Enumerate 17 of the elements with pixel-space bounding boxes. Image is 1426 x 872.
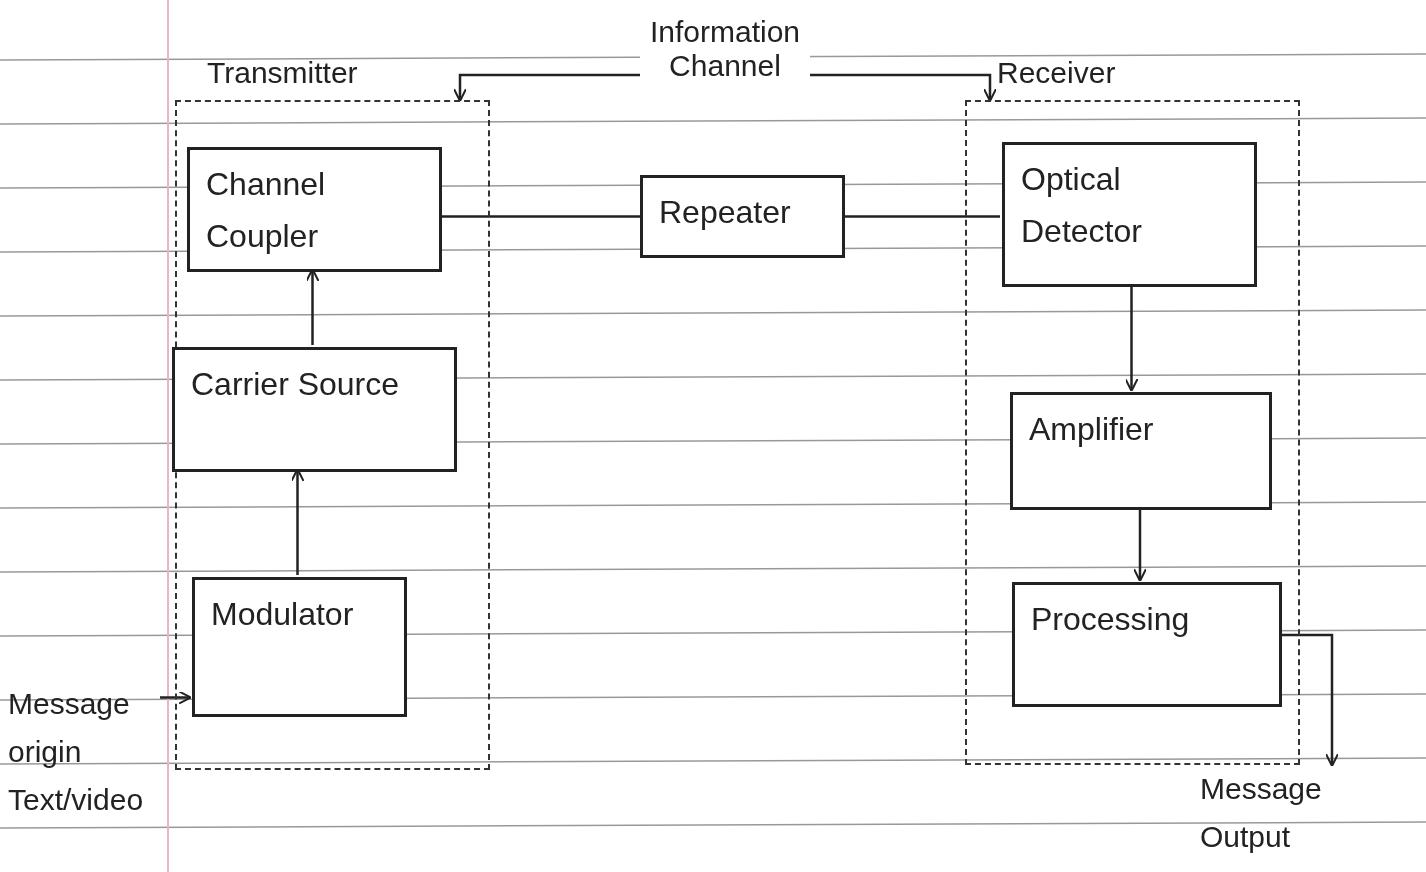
arrow <box>1280 633 1339 767</box>
process-box: Amplifier <box>1010 392 1272 510</box>
arrow <box>160 690 192 705</box>
process-box: Optical Detector <box>1002 142 1257 287</box>
group-heading: Transmitter <box>207 55 358 91</box>
process-box: Channel Coupler <box>187 147 442 272</box>
arrow <box>1133 508 1147 582</box>
group-heading: Receiver <box>997 55 1116 91</box>
process-box: Repeater <box>640 175 845 258</box>
process-box: Carrier Source <box>172 347 457 472</box>
process-box: Modulator <box>192 577 407 717</box>
connector-line <box>845 215 1000 218</box>
io-label: Message Output <box>1200 765 1420 865</box>
arrow <box>1124 285 1139 392</box>
io-label: Message origin Text/video <box>8 680 160 826</box>
process-box: Processing <box>1012 582 1282 707</box>
connector-line <box>440 215 640 218</box>
